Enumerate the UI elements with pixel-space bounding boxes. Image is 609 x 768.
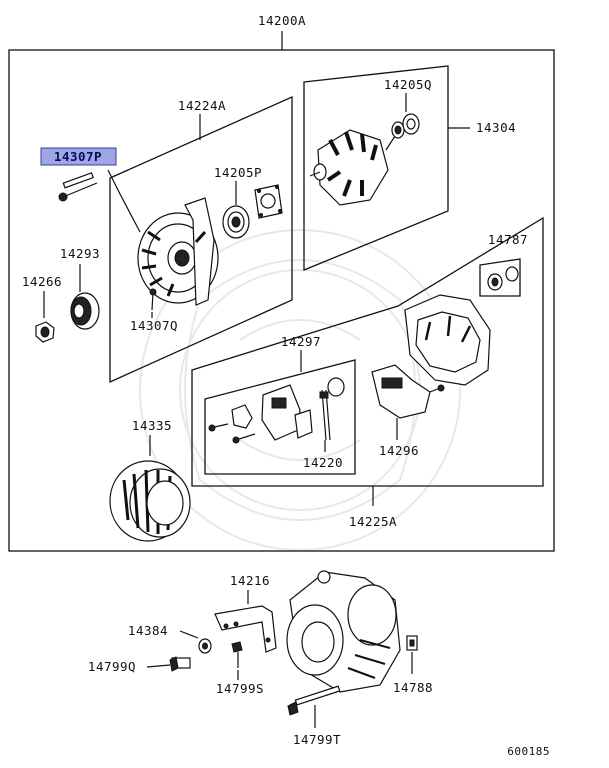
front-bearing-14205P[interactable] bbox=[222, 205, 250, 239]
rear-bracket-group-frame bbox=[191, 216, 544, 487]
callout-14307P[interactable]: 14307P bbox=[54, 149, 102, 164]
callout-14384[interactable]: 14384 bbox=[128, 623, 168, 638]
washer-14384[interactable] bbox=[198, 638, 212, 654]
callout-14788[interactable]: 14788 bbox=[393, 680, 433, 695]
callout-14205Q[interactable]: 14205Q bbox=[384, 77, 432, 92]
alternator-bracket-14216[interactable] bbox=[214, 605, 277, 653]
rear-kit-parts-14787[interactable] bbox=[487, 266, 519, 291]
rotor-14304[interactable] bbox=[309, 129, 396, 206]
brush-holder-group-frame bbox=[204, 359, 356, 475]
callout-14200A[interactable]: 14200A bbox=[258, 13, 306, 28]
callout-14307Q[interactable]: 14307Q bbox=[130, 318, 178, 333]
bolt-14799Q[interactable] bbox=[169, 656, 191, 672]
callout-14296[interactable]: 14296 bbox=[379, 443, 419, 458]
callout-14335[interactable]: 14335 bbox=[132, 418, 172, 433]
callout-14799S[interactable]: 14799S bbox=[216, 681, 264, 696]
bolt-14799S[interactable] bbox=[231, 641, 243, 668]
callout-14799Q[interactable]: 14799Q bbox=[88, 659, 136, 674]
clip-14788[interactable] bbox=[406, 635, 418, 651]
nut-14266[interactable] bbox=[35, 321, 55, 343]
rear-kit-frame bbox=[479, 258, 521, 297]
regulator-14296[interactable] bbox=[371, 364, 445, 419]
callout-14224A[interactable]: 14224A bbox=[178, 98, 226, 113]
callout-14216[interactable]: 14216 bbox=[230, 573, 270, 588]
selected-part-highlight bbox=[40, 147, 117, 166]
callout-14304[interactable]: 14304 bbox=[476, 120, 516, 135]
bolt-14799T[interactable] bbox=[287, 685, 341, 716]
callout-14799T[interactable]: 14799T bbox=[293, 732, 341, 747]
brush-holder-14297[interactable] bbox=[208, 384, 313, 444]
callout-14220[interactable]: 14220 bbox=[303, 455, 343, 470]
rear-bracket-housing-14225A[interactable] bbox=[404, 294, 491, 386]
rotor-group-frame bbox=[303, 65, 449, 271]
alternator-body[interactable] bbox=[286, 570, 401, 693]
snap-ring[interactable] bbox=[327, 377, 345, 397]
brush-spring-14220[interactable] bbox=[319, 389, 331, 441]
screw-14307Q[interactable] bbox=[149, 288, 157, 311]
callout-14787[interactable]: 14787 bbox=[488, 232, 528, 247]
callout-14297[interactable]: 14297 bbox=[281, 334, 321, 349]
watermark-emblem bbox=[139, 229, 461, 551]
callout-14205P[interactable]: 14205P bbox=[214, 165, 262, 180]
front-bracket-14224A[interactable] bbox=[137, 197, 219, 306]
rear-bearing-14205Q[interactable] bbox=[391, 113, 420, 139]
spacer-14293[interactable] bbox=[70, 292, 100, 330]
callout-14225A[interactable]: 14225A bbox=[349, 514, 397, 529]
brush-holder-screws bbox=[208, 423, 256, 444]
front-bracket-group-frame bbox=[109, 95, 293, 384]
bearing-retainer-plate[interactable] bbox=[254, 184, 283, 219]
bolt-14307P[interactable] bbox=[58, 172, 98, 202]
diagram-code: 600185 bbox=[507, 745, 550, 758]
callout-14266[interactable]: 14266 bbox=[22, 274, 62, 289]
stator-14335[interactable] bbox=[109, 460, 191, 542]
callout-14293[interactable]: 14293 bbox=[60, 246, 100, 261]
